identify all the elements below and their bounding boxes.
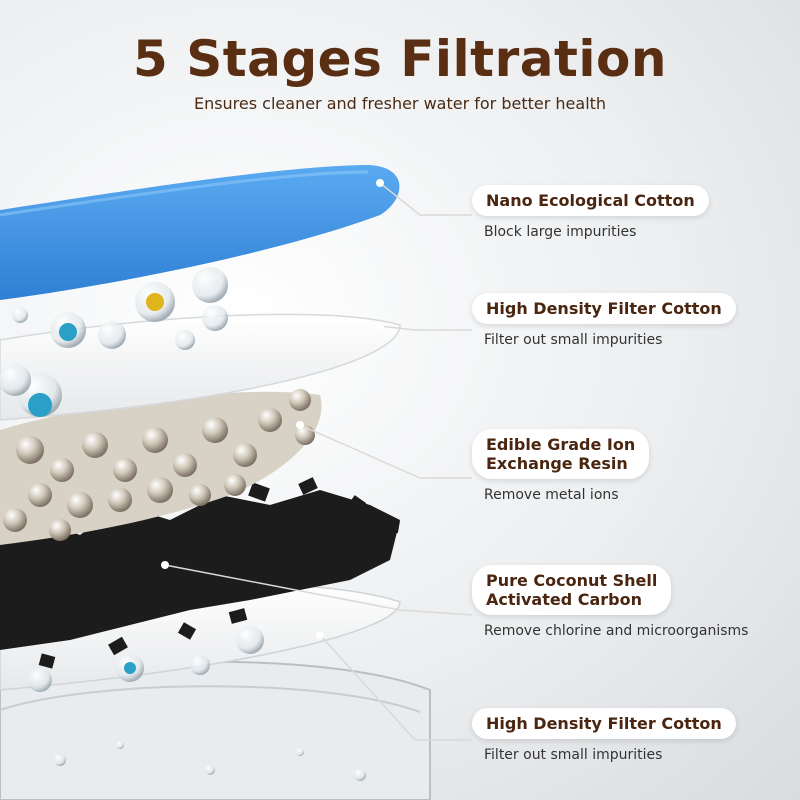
stage-4-label: Pure Coconut Shell Activated Carbon	[472, 565, 672, 615]
activated-carbon-layer	[0, 477, 400, 692]
stage-5-label: High Density Filter Cotton	[472, 708, 736, 739]
page-title: 5 Stages Filtration	[133, 30, 667, 88]
callout-lines	[164, 182, 473, 741]
stage-2-description: Filter out small impurities	[484, 332, 663, 348]
page-subtitle: Ensures cleaner and fresher water for be…	[193, 94, 607, 113]
stage-2-label: High Density Filter Cotton	[472, 293, 736, 324]
water-droplets	[0, 364, 62, 417]
nano-ecological-cotton-layer	[0, 165, 400, 300]
water-bubbles	[12, 267, 228, 350]
stage-3-description: Remove metal ions	[484, 487, 619, 503]
stage-5-description: Filter out small impurities	[484, 747, 663, 763]
stage-3-label: Edible Grade Ion Exchange Resin	[472, 429, 650, 479]
stage-1-label: Nano Ecological Cotton	[472, 185, 709, 216]
callout-dots	[161, 179, 384, 639]
stage-4-description: Remove chlorine and microorganisms	[484, 623, 749, 639]
ion-exchange-resin-layer	[0, 389, 322, 545]
stage-1-description: Block large impurities	[484, 224, 637, 240]
